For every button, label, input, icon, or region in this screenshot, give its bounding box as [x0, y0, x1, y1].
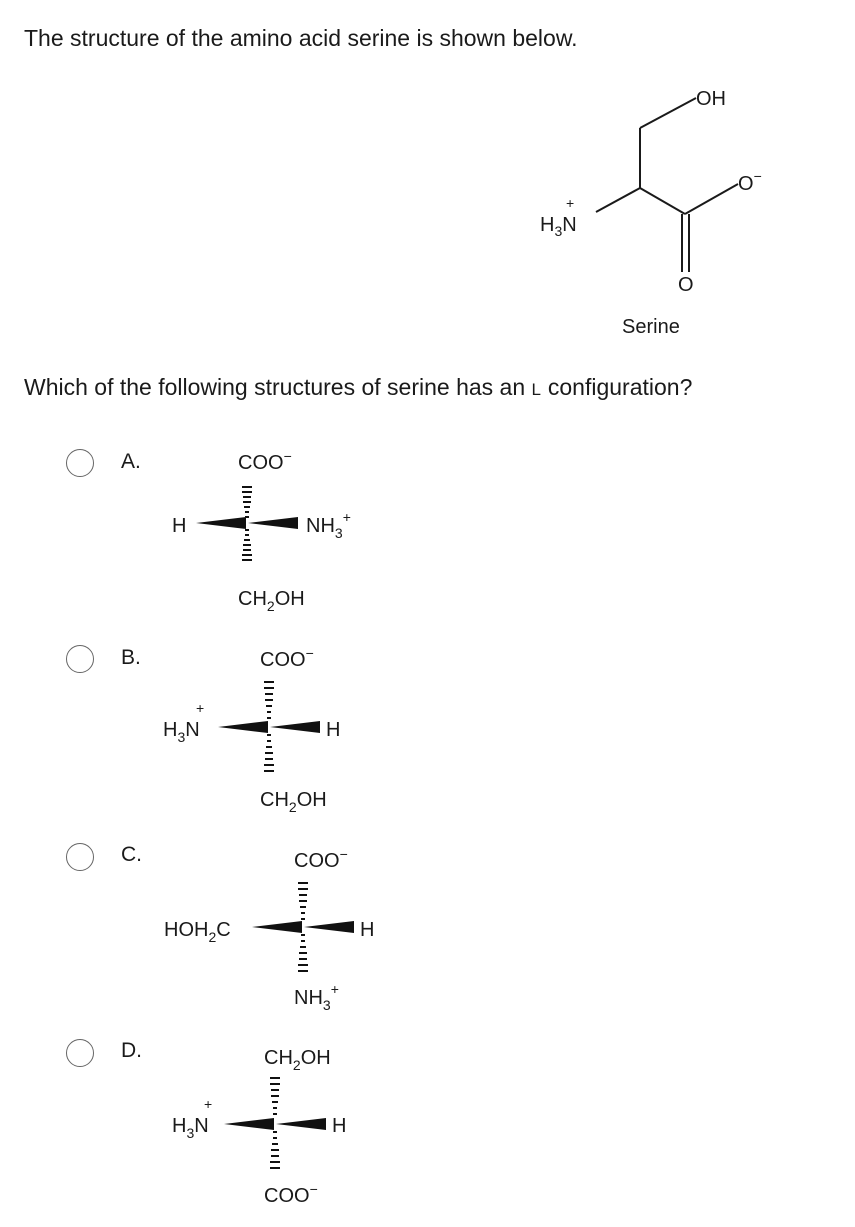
option-letter: D.	[121, 1039, 142, 1062]
hash-bond-down	[270, 1131, 280, 1169]
left-group: H3N	[172, 1115, 209, 1141]
question-intro: The structure of the amino acid serine i…	[24, 25, 578, 51]
answer-option-b[interactable]: B. COO− H3N + H CH2OH	[0, 640, 855, 820]
fischer-projection-a: COO− H NH3+ CH2OH	[172, 448, 351, 614]
wedge-left	[218, 721, 268, 733]
radio-button-c[interactable]	[66, 843, 94, 871]
fischer-projection-d: CH2OH H3N + H COO−	[172, 1047, 346, 1207]
wedge-left	[224, 1118, 274, 1130]
o-minus-label: O−	[738, 168, 762, 195]
n-plus-charge: +	[566, 195, 574, 211]
bond-cb-oh	[639, 97, 697, 129]
h3n-plus-label: H3N	[540, 214, 577, 239]
bond-n-ca	[595, 187, 641, 213]
bottom-group: CH2OH	[260, 789, 327, 815]
bond-ca-c	[639, 187, 686, 215]
wedge-left	[196, 517, 246, 529]
radio-button-a[interactable]	[66, 449, 94, 477]
left-group: HOH2C	[164, 919, 231, 945]
serine-caption: Serine	[622, 316, 680, 338]
bottom-group: COO−	[264, 1181, 318, 1207]
bond-c-ominus	[684, 183, 739, 215]
right-group: H	[326, 719, 340, 741]
l-configuration-label: L	[531, 380, 542, 399]
wedge-right	[304, 921, 354, 933]
fischer-projection-c: COO− HOH2C H NH3+	[164, 846, 374, 1013]
question-prompt: Which of the following structures of ser…	[24, 374, 693, 400]
radio-button-b[interactable]	[66, 645, 94, 673]
hash-bond-up	[264, 681, 274, 719]
answer-option-d[interactable]: D. CH2OH H3N + H COO−	[0, 1036, 855, 1216]
hash-bond-down	[242, 529, 252, 561]
wedge-left	[252, 921, 302, 933]
hash-bond-up	[242, 486, 252, 518]
wedge-right	[248, 517, 298, 529]
left-group: H3N	[163, 719, 200, 745]
n-plus-charge: +	[196, 700, 204, 716]
hash-bond-up	[298, 882, 308, 920]
option-letter: B.	[121, 646, 141, 669]
fischer-projection-b: COO− H3N + H CH2OH	[163, 645, 340, 815]
wedge-right	[270, 721, 320, 733]
top-group: COO−	[260, 645, 314, 671]
option-letter: C.	[121, 843, 142, 866]
answer-option-a[interactable]: A. COO− H NH3+ CH2OH	[0, 440, 855, 620]
top-group: CH2OH	[264, 1047, 331, 1073]
n-plus-charge: +	[204, 1096, 212, 1112]
top-group: COO−	[294, 846, 348, 872]
hash-bond-down	[264, 734, 274, 772]
right-group: H	[332, 1115, 346, 1137]
right-group: H	[360, 919, 374, 941]
left-group: H	[172, 515, 186, 537]
radio-button-d[interactable]	[66, 1039, 94, 1067]
answer-option-c[interactable]: C. COO− HOH2C H NH3+	[0, 838, 855, 1018]
serine-structure-figure: OH O− O H3N + Serine	[540, 88, 762, 338]
hash-bond-down	[298, 934, 308, 972]
oh-label: OH	[696, 88, 726, 110]
option-letter: A.	[121, 450, 141, 473]
bottom-group: CH2OH	[238, 588, 305, 614]
carbonyl-o-label: O	[678, 274, 694, 296]
hash-bond-up	[270, 1077, 280, 1115]
bottom-group: NH3+	[294, 981, 339, 1013]
wedge-right	[276, 1118, 326, 1130]
right-group: NH3+	[306, 509, 351, 541]
top-group: COO−	[238, 448, 292, 474]
